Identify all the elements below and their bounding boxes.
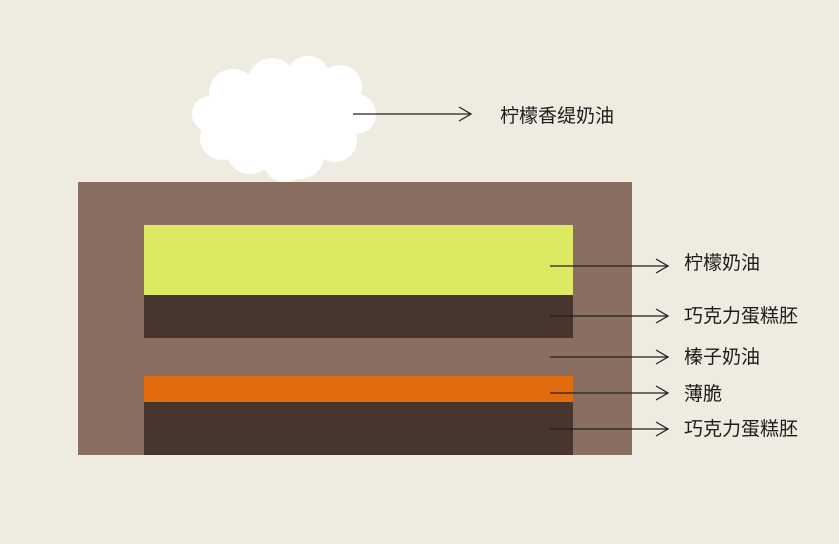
- layer-chocolate-sponge-top: [144, 295, 573, 338]
- layer-chocolate-sponge-bottom: [144, 402, 573, 455]
- arrow-lemon-cream: [550, 258, 670, 274]
- label-chocolate-sponge-top: 巧克力蛋糕胚: [684, 305, 799, 327]
- arrow-chocolate-sponge-top: [550, 308, 670, 324]
- layer-lemon-cream: [144, 225, 573, 295]
- label-chocolate-sponge-bottom: 巧克力蛋糕胚: [684, 418, 799, 440]
- arrow-crisp: [550, 385, 670, 401]
- label-lemon-cream: 柠檬奶油: [684, 252, 761, 274]
- whipped-cream-cloud: [192, 56, 376, 182]
- arrow-lemon-chantilly: [353, 106, 473, 122]
- label-lemon-chantilly-cream: 柠檬香缇奶油: [500, 105, 615, 127]
- label-crisp: 薄脆: [684, 383, 723, 405]
- arrow-chocolate-sponge-bottom: [550, 421, 670, 437]
- arrows: [353, 106, 670, 437]
- label-hazelnut-cream: 榛子奶油: [684, 346, 761, 368]
- layer-crisp: [144, 376, 573, 402]
- arrow-hazelnut-cream: [550, 349, 670, 365]
